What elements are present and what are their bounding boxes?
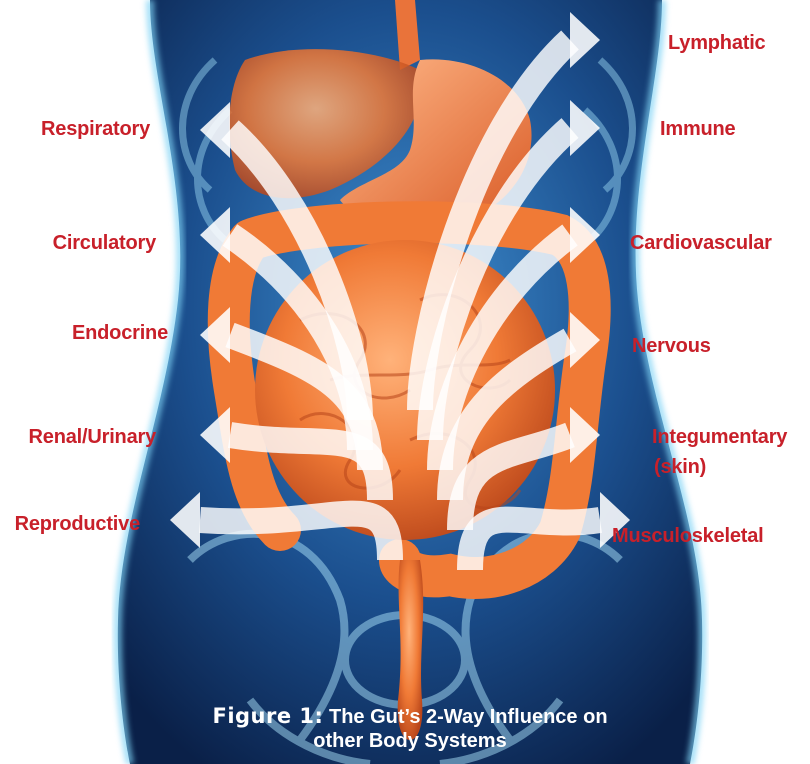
system-label-immune: Immune [660, 117, 735, 142]
system-label-respiratory: Respiratory [28, 117, 150, 142]
caption-line-2: other Body Systems [130, 729, 690, 753]
system-label-circulatory: Circulatory [38, 231, 156, 256]
caption-prefix: Figure 1: [212, 704, 323, 728]
system-label-reproductive: Reproductive [0, 512, 140, 537]
figure-caption: Figure 1: The Gut’s 2-Way Influence on o… [130, 704, 690, 753]
system-label-integumentary: Integumentary [652, 425, 787, 450]
system-label-nervous: Nervous [632, 334, 711, 359]
system-label-renal-urinary: Renal/Urinary [6, 425, 156, 450]
system-label-musculoskeletal: Musculoskeletal [612, 524, 764, 549]
system-label-lymphatic: Lymphatic [668, 31, 765, 56]
system-label-endocrine: Endocrine [48, 321, 168, 346]
system-label-cardiovascular: Cardiovascular [630, 231, 772, 256]
system-label-integumentary-skin: (skin) [654, 455, 706, 480]
caption-line-1: Figure 1: The Gut’s 2-Way Influence on [130, 704, 690, 729]
caption-title: The Gut’s 2-Way Influence on [329, 706, 608, 728]
